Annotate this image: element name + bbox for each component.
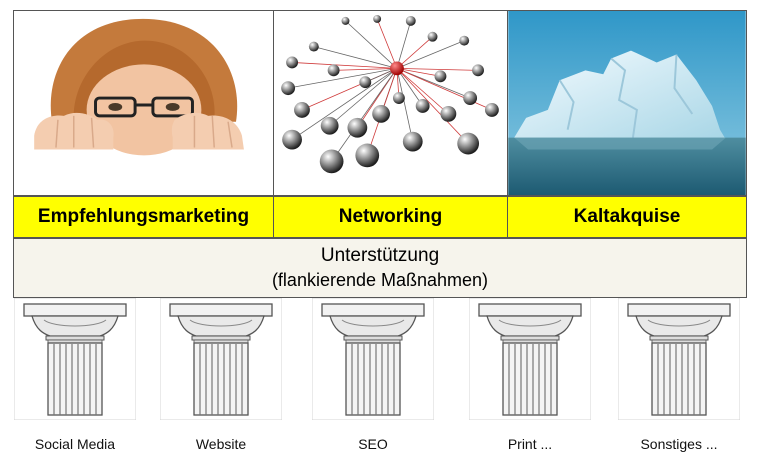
network-node bbox=[286, 57, 298, 69]
network-node bbox=[347, 118, 367, 138]
network-node bbox=[328, 64, 340, 76]
network-node bbox=[406, 16, 416, 26]
network-node bbox=[459, 36, 469, 46]
network-node bbox=[321, 117, 339, 135]
support-band: Unterstützung (flankierende Maßnahmen) bbox=[13, 238, 747, 298]
network-node bbox=[372, 105, 390, 123]
pillar-sonstiges-icon bbox=[618, 298, 740, 420]
network-node bbox=[373, 15, 381, 23]
pillar-label-seo: SEO bbox=[312, 436, 434, 458]
network-node bbox=[440, 106, 456, 122]
network-node bbox=[416, 99, 430, 113]
network-node bbox=[282, 130, 302, 150]
network-center-node bbox=[390, 61, 404, 75]
support-title: Unterstützung bbox=[321, 245, 439, 267]
network-node bbox=[463, 91, 477, 105]
network-node bbox=[472, 64, 484, 76]
network-node bbox=[403, 132, 423, 152]
iceberg-image bbox=[507, 10, 747, 196]
network-node bbox=[342, 17, 350, 25]
network-node bbox=[320, 149, 344, 173]
pillar-label-print: Print ... bbox=[469, 436, 591, 458]
network-node bbox=[485, 103, 499, 117]
support-subtitle: (flankierende Maßnahmen) bbox=[272, 269, 488, 291]
pillar-seo-icon bbox=[312, 298, 434, 420]
pillar-label-website: Website bbox=[160, 436, 282, 458]
label-kaltakquise: Kaltakquise bbox=[507, 196, 747, 238]
network-node bbox=[281, 81, 295, 95]
network-node bbox=[359, 76, 371, 88]
network-node bbox=[294, 102, 310, 118]
pillar-label-social-media: Social Media bbox=[14, 436, 136, 458]
pillar-social-media-icon bbox=[14, 298, 136, 420]
network-node bbox=[435, 70, 447, 82]
label-networking: Networking bbox=[273, 196, 508, 238]
peeking-woman-image bbox=[13, 10, 274, 196]
network-spheres-image bbox=[273, 10, 508, 196]
network-node bbox=[428, 32, 438, 42]
pillar-label-sonstiges: Sonstiges ... bbox=[618, 436, 740, 458]
network-node bbox=[457, 133, 479, 155]
pillar-website-icon bbox=[160, 298, 282, 420]
pillar-print-icon bbox=[469, 298, 591, 420]
network-node bbox=[393, 92, 405, 104]
network-node bbox=[309, 42, 319, 52]
network-node bbox=[355, 144, 379, 168]
label-empfehlungsmarketing: Empfehlungsmarketing bbox=[13, 196, 274, 238]
